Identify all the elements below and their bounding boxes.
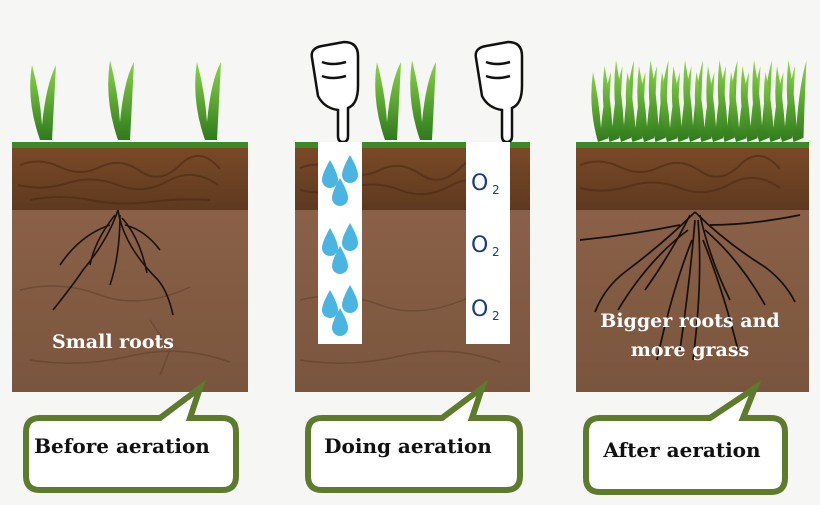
grass-icon [591,60,807,142]
oxygen-icon: O 2 [471,297,500,323]
svg-text:2: 2 [492,309,500,323]
panel-after: Bigger roots and more grass After aerati… [576,60,809,495]
roots-icon [52,209,174,316]
panel-before: Small roots Before aeration [12,60,248,493]
topsoil-block [576,146,809,210]
caption-doing: Doing aeration [324,434,492,458]
root-label-bigger-line2: more grass [631,339,750,361]
speech-bubble-after: After aeration [583,380,788,495]
svg-text:O: O [471,233,488,258]
roots-icon [579,211,801,361]
water-drop-icon [322,155,358,206]
oxygen-icon: O 2 [471,233,500,259]
topsoil-texture [579,155,781,194]
water-drop-icon [322,223,358,274]
panel-doing: O 2 O 2 O 2 Doing aeration [295,40,530,493]
pointing-hand-icon [310,40,360,144]
oxygen-icon: O 2 [471,171,500,197]
grass-icon [375,60,436,140]
svg-text:O: O [471,297,488,322]
svg-text:2: 2 [492,183,500,197]
caption-before: Before aeration [34,434,210,458]
speech-bubble-icon [305,379,523,493]
speech-bubble-icon [583,380,788,495]
svg-text:2: 2 [492,245,500,259]
grass-strip [295,142,530,148]
grass-icon [30,60,221,140]
water-drop-icon [322,285,358,336]
speech-bubble-icon [23,379,239,493]
pointing-hand-icon [474,40,524,144]
grass-strip [576,142,809,148]
svg-text:O: O [471,171,488,196]
caption-after: After aeration [602,438,761,462]
topsoil-block [12,146,248,210]
topsoil-texture [17,155,221,205]
oxygen-column [466,142,510,344]
grass-strip [12,142,248,148]
subsoil-block [576,210,809,392]
root-label-bigger-line1: Bigger roots and [600,310,779,332]
speech-bubble-before: Before aeration [23,379,239,493]
root-label-small: Small roots [52,331,174,353]
soil-cracks [19,285,231,376]
grass-blade [786,60,807,142]
speech-bubble-doing: Doing aeration [305,379,523,493]
